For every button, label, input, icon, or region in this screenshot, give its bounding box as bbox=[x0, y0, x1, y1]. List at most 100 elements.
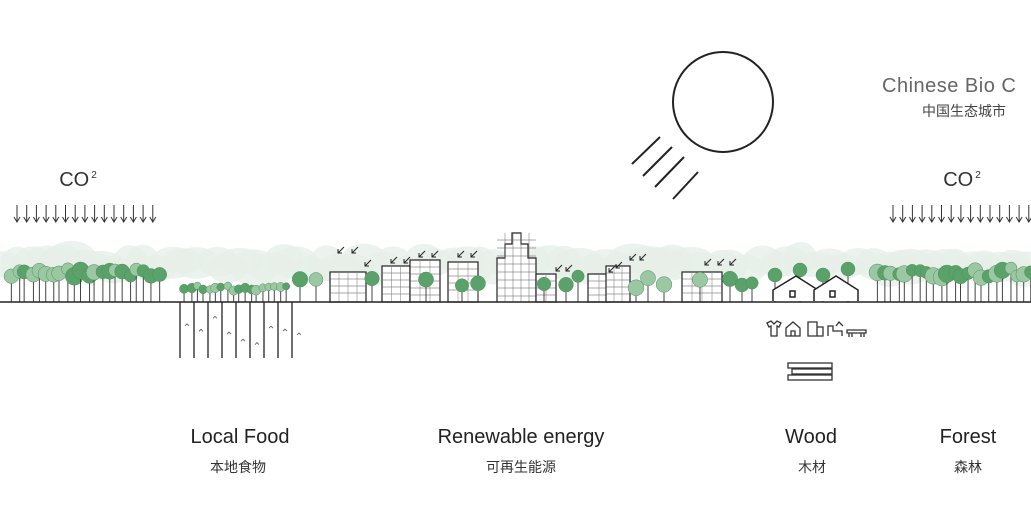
solar-arrow bbox=[639, 253, 647, 261]
tree-crown bbox=[745, 276, 759, 290]
crop-roots bbox=[179, 302, 302, 358]
co2-arrow bbox=[81, 205, 89, 223]
solar-arrow bbox=[457, 250, 465, 258]
solar-arrow bbox=[390, 256, 398, 264]
co2-arrow bbox=[986, 205, 994, 223]
tree-crown bbox=[815, 267, 831, 283]
label-renewable-energy-zh: 可再生能源 bbox=[486, 459, 556, 475]
sun-rays bbox=[631, 136, 699, 200]
co2-arrow bbox=[996, 205, 1004, 223]
co2-arrow bbox=[957, 205, 965, 223]
co2-arrow bbox=[32, 205, 40, 223]
local-food-crops bbox=[179, 281, 291, 302]
co2-arrow bbox=[928, 205, 936, 223]
wooden-houses bbox=[772, 275, 859, 301]
co2-arrow bbox=[967, 205, 975, 223]
root-leaf bbox=[282, 328, 288, 332]
co2-arrow bbox=[889, 205, 897, 223]
co2-arrow bbox=[13, 205, 21, 223]
co2-arrow bbox=[1025, 205, 1031, 223]
co2-arrow bbox=[100, 205, 108, 223]
label-local-food: Local Food bbox=[190, 426, 290, 448]
solar-arrow bbox=[351, 246, 359, 254]
co2-arrow bbox=[62, 205, 69, 223]
tree-crown bbox=[152, 267, 167, 282]
paper-icon bbox=[807, 321, 824, 337]
diagram-title: Chinese Bio C bbox=[882, 75, 1017, 97]
solar-arrow bbox=[729, 258, 737, 266]
forest-right bbox=[868, 261, 1031, 302]
solar-arrow bbox=[364, 259, 372, 267]
tree-crown bbox=[640, 270, 656, 286]
co2-arrow bbox=[947, 205, 955, 223]
co2-arrow bbox=[938, 205, 945, 223]
tree-crown bbox=[470, 275, 486, 292]
label-forest-zh: 森林 bbox=[954, 459, 982, 475]
co2-arrow bbox=[42, 205, 50, 223]
label-renewable-energy: Renewable energy bbox=[437, 426, 605, 448]
sun-icon bbox=[672, 51, 774, 153]
tree-crown bbox=[364, 270, 380, 287]
co2-arrow bbox=[918, 205, 926, 223]
co2-arrow bbox=[23, 205, 31, 223]
bench-icon bbox=[846, 329, 867, 337]
forest-left bbox=[3, 261, 167, 302]
tree-crown bbox=[558, 277, 574, 293]
co2-arrow bbox=[1005, 205, 1013, 223]
solar-arrow bbox=[615, 261, 623, 269]
tree-crown bbox=[722, 270, 738, 287]
co2-arrow bbox=[71, 205, 79, 223]
diagram-title-zh: 中国生态城市 bbox=[922, 103, 1006, 119]
city-trees bbox=[291, 269, 759, 302]
tree-crown bbox=[571, 269, 585, 283]
root-leaf bbox=[212, 315, 218, 319]
solar-arrow bbox=[418, 250, 426, 258]
tree-crown bbox=[792, 262, 808, 278]
co2-arrows-icon bbox=[13, 205, 157, 223]
tree-crown bbox=[291, 271, 309, 288]
furniture-icon bbox=[827, 321, 844, 336]
tree-crown bbox=[282, 282, 291, 291]
root-leaf bbox=[198, 328, 204, 332]
solar-arrow bbox=[629, 253, 637, 261]
building bbox=[381, 265, 411, 303]
tree-crown bbox=[536, 276, 552, 292]
root-leaf bbox=[226, 331, 232, 335]
solar-arrow bbox=[608, 265, 616, 273]
label-wood-zh: 木材 bbox=[798, 459, 826, 475]
wood-trees bbox=[767, 261, 856, 302]
tree-crown bbox=[692, 271, 708, 288]
tree-crown bbox=[655, 276, 673, 293]
co2-arrows-icon bbox=[889, 205, 1031, 223]
solar-arrow bbox=[431, 250, 439, 258]
lumber-stack-icon bbox=[787, 362, 833, 381]
wood-products bbox=[766, 320, 867, 337]
tshirt-icon bbox=[766, 320, 782, 337]
co2-arrow bbox=[899, 205, 907, 223]
tree-crown bbox=[627, 279, 645, 296]
root-leaf bbox=[184, 323, 190, 327]
tree-crown bbox=[840, 261, 856, 277]
label-forest: Forest bbox=[939, 426, 997, 448]
tree-crown bbox=[767, 267, 783, 283]
tree-crown bbox=[455, 278, 469, 293]
solar-arrow bbox=[403, 256, 411, 264]
solar-arrow bbox=[337, 246, 345, 254]
co2-arrow bbox=[139, 205, 147, 223]
co2-arrow bbox=[110, 205, 118, 223]
solar-arrow bbox=[717, 258, 725, 266]
label-wood: Wood bbox=[785, 426, 837, 448]
co2-arrow bbox=[129, 205, 137, 223]
tree-crown bbox=[418, 271, 434, 288]
tower bbox=[496, 232, 537, 302]
root-leaf bbox=[268, 325, 274, 329]
co2-arrow bbox=[120, 205, 128, 223]
co2-arrow bbox=[149, 205, 157, 223]
co2-arrow bbox=[1015, 205, 1023, 223]
co2-arrow bbox=[908, 205, 916, 223]
tree-crown bbox=[216, 282, 225, 292]
root-leaf bbox=[254, 342, 260, 345]
